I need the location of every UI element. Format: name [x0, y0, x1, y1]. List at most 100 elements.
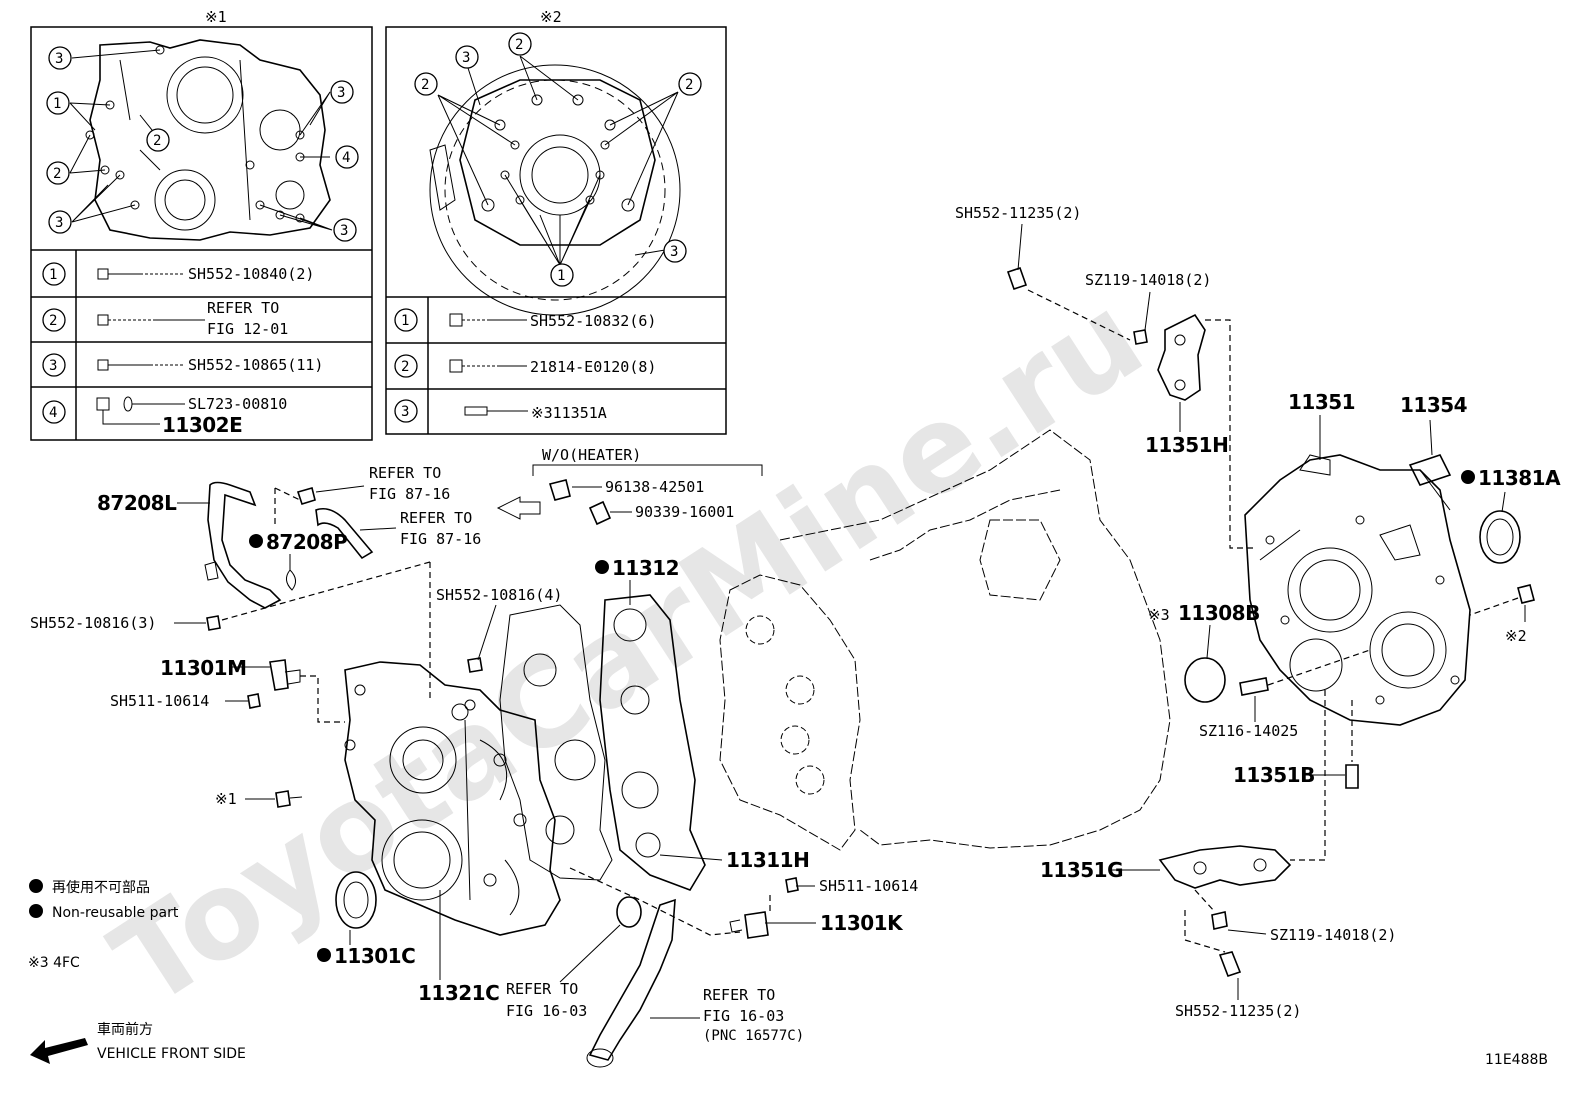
- non-reusable-dot-11312: [595, 560, 609, 574]
- svg-text:FIG 16-03: FIG 16-03: [506, 1002, 587, 1020]
- svg-text:3: 3: [55, 215, 63, 231]
- label-11351B: 11351B: [1233, 763, 1315, 787]
- watermark: ToyotaCarMine.ru: [90, 268, 1166, 1034]
- svg-text:※3 4FC: ※3 4FC: [28, 955, 80, 971]
- label-11301C: 11301C: [334, 944, 415, 968]
- label-11381A: 11381A: [1478, 466, 1561, 490]
- plug-part: [588, 500, 612, 526]
- panel-1-callouts: 3 1 2 2 3 3 4 3: [46, 46, 359, 242]
- svg-text:21814-E0120(8): 21814-E0120(8): [530, 358, 656, 376]
- flywheel-housing-bolt-map: [429, 64, 681, 316]
- svg-text:VEHICLE FRONT SIDE: VEHICLE FRONT SIDE: [97, 1046, 246, 1062]
- svg-text:3: 3: [401, 404, 409, 420]
- arrow-left-icon: [496, 496, 541, 520]
- timing-cover-11321C: [344, 661, 561, 936]
- panel-1-row-2: 2 REFER TO FIG 12-01: [42, 299, 288, 338]
- svg-text:96138-42501: 96138-42501: [605, 478, 704, 496]
- label-11312: 11312: [612, 556, 679, 580]
- svg-text:※3: ※3: [1148, 606, 1170, 624]
- svg-text:SH552-10816(4): SH552-10816(4): [436, 586, 562, 604]
- non-reusable-dot-11381A: [1461, 470, 1475, 484]
- panel-1: ※1 3 1 2 2: [30, 8, 373, 441]
- legend: 再使用不可部品 Non-reusable part ※3 4FC: [28, 879, 179, 971]
- oil-seal-11381A: [1479, 510, 1521, 564]
- svg-text:2: 2: [401, 359, 409, 375]
- svg-text:3: 3: [670, 244, 678, 260]
- svg-text:1: 1: [49, 267, 57, 283]
- label-11351G: 11351G: [1040, 858, 1123, 882]
- hose-87208L: [204, 481, 374, 609]
- bracket-11351G: [1158, 845, 1292, 889]
- flywheel-housing-11351: [1244, 454, 1471, 726]
- svg-text:(PNC 16577C): (PNC 16577C): [703, 1028, 804, 1044]
- svg-text:4: 4: [342, 150, 350, 166]
- label-11301K: 11301K: [820, 911, 904, 935]
- svg-text:FIG 16-03: FIG 16-03: [703, 1007, 784, 1025]
- panel-2-row-1: 1 SH552-10832(6): [394, 308, 656, 332]
- svg-text:再使用不可部品: 再使用不可部品: [52, 879, 150, 896]
- panel-2-row-2: 2 21814-E0120(8): [394, 354, 656, 378]
- svg-text:FIG 87-16: FIG 87-16: [400, 530, 481, 548]
- svg-text:SH552-10832(6): SH552-10832(6): [530, 312, 656, 330]
- svg-text:SH511-10614: SH511-10614: [110, 692, 209, 710]
- label-11321C: 11321C: [418, 981, 499, 1005]
- label-87208L: 87208L: [97, 491, 177, 515]
- svg-text:SZ116-14025: SZ116-14025: [1199, 722, 1298, 740]
- panel-1-row-1: 1 SH552-10840(2): [42, 262, 314, 286]
- panel-2: ※2 3 2 2 2 1 3 1: [385, 8, 727, 435]
- vehicle-front-indicator: 車両前方 VEHICLE FRONT SIDE: [30, 1021, 246, 1064]
- timing-cover-bolt-map: [85, 39, 331, 241]
- svg-text:Non-reusable part: Non-reusable part: [52, 905, 179, 921]
- svg-text:※2: ※2: [1505, 627, 1527, 645]
- gasket-11311H: [499, 604, 613, 881]
- panel-2-title: ※2: [540, 8, 562, 26]
- svg-text:REFER TO: REFER TO: [369, 464, 441, 482]
- svg-text:FIG 87-16: FIG 87-16: [369, 485, 450, 503]
- non-reusable-dot: [249, 534, 263, 548]
- panel-1-row-4: 4 SL723-00810 11302E: [42, 395, 287, 437]
- non-reusable-dot-11301C: [317, 948, 331, 962]
- svg-text:REFER TO: REFER TO: [400, 509, 472, 527]
- svg-text:SH511-10614: SH511-10614: [819, 877, 918, 895]
- panel-1-row-3: 3 SH552-10865(11): [42, 353, 323, 377]
- svg-text:3: 3: [337, 85, 345, 101]
- svg-text:W/O(HEATER): W/O(HEATER): [542, 446, 641, 464]
- label-11351: 11351: [1288, 390, 1355, 414]
- svg-text:90339-16001: 90339-16001: [635, 503, 734, 521]
- svg-text:車両前方: 車両前方: [97, 1021, 153, 1038]
- water-pipe: [586, 896, 676, 1068]
- stud-SZ116: [1239, 677, 1269, 696]
- svg-text:REFER TO: REFER TO: [506, 980, 578, 998]
- svg-text:REFER TO: REFER TO: [703, 986, 775, 1004]
- label-11301M: 11301M: [160, 656, 246, 680]
- svg-text:SH552-11235(2): SH552-11235(2): [1175, 1002, 1301, 1020]
- svg-text:4: 4: [49, 405, 57, 421]
- bracket-11351H: [1157, 313, 1206, 401]
- svg-text:1: 1: [53, 96, 61, 112]
- label-11311H: 11311H: [726, 848, 809, 872]
- panel-2-row-3: 3 ※311351A: [394, 399, 607, 423]
- label-87208P: 87208P: [266, 530, 347, 554]
- svg-text:1: 1: [401, 313, 409, 329]
- label-11351H: 11351H: [1145, 433, 1228, 457]
- cap-11354: [1408, 454, 1452, 486]
- svg-text:2: 2: [53, 166, 61, 182]
- svg-text:3: 3: [55, 51, 63, 67]
- svg-text:SH552-10840(2): SH552-10840(2): [188, 265, 314, 283]
- svg-text:SZ119-14018(2): SZ119-14018(2): [1085, 271, 1211, 289]
- svg-text:1: 1: [557, 268, 565, 284]
- svg-text:3: 3: [49, 358, 57, 374]
- svg-text:SH552-10816(3): SH552-10816(3): [30, 614, 156, 632]
- svg-text:FIG 12-01: FIG 12-01: [207, 320, 288, 338]
- plug-11351B: [1345, 764, 1359, 789]
- svg-text:2: 2: [685, 77, 693, 93]
- ring-11308B: [1184, 657, 1226, 703]
- clamp-part: [548, 479, 571, 501]
- svg-text:2: 2: [153, 133, 161, 149]
- svg-text:SH552-10865(11): SH552-10865(11): [188, 356, 323, 374]
- svg-text:11302E: 11302E: [162, 413, 242, 437]
- svg-text:2: 2: [421, 77, 429, 93]
- svg-text:※311351A: ※311351A: [531, 404, 607, 422]
- engine-block-outline: [719, 429, 1171, 851]
- oil-seal-11301C: [335, 871, 377, 929]
